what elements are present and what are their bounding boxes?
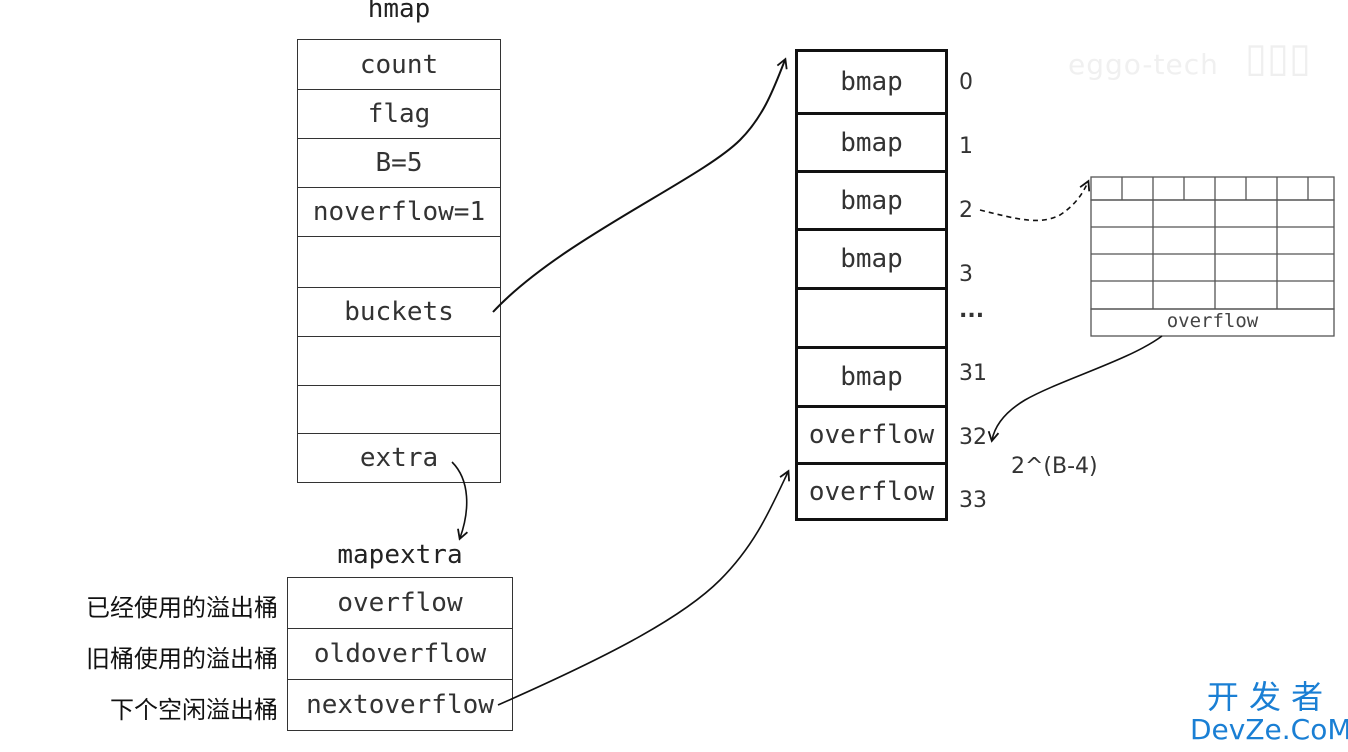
devze-logo-cn: 开 发 者 <box>1206 678 1324 716</box>
mapextra-title: mapextra <box>337 540 463 570</box>
bucket-index-3: 3 <box>959 262 973 287</box>
bucket-1: bmap <box>795 112 948 173</box>
watermark-bilibili-logo: ▯▯▯ <box>1245 35 1312 81</box>
bucket-index-0: 0 <box>959 70 973 95</box>
hmap-field-extra: extra <box>297 433 501 483</box>
hmap-field-count: count <box>297 39 501 90</box>
bucket-index-2: 2 <box>959 198 973 223</box>
hmap-field-buckets: buckets <box>297 287 501 337</box>
overflow-bucket-32: overflow <box>795 405 948 465</box>
arrow-buckets-to-array <box>492 57 788 313</box>
arrow-bucket-2-to-bmap-struct <box>979 179 1091 222</box>
overflow-bucket-33: overflow <box>795 462 948 521</box>
bucket-index-31: 31 <box>959 361 987 386</box>
bucket-index-1: 1 <box>959 134 973 159</box>
bucket-3: bmap <box>795 228 948 290</box>
mapextra-field-overflow: overflow <box>287 577 513 629</box>
desc-old-overflow: 旧桶使用的溢出桶 <box>86 645 278 673</box>
arrow-bmap-overflow-to-bucket-32 <box>987 335 1163 443</box>
mapextra-field-nextoverflow: nextoverflow <box>287 679 513 731</box>
arrow-extra-to-mapextra <box>451 461 468 541</box>
bucket-ellipsis <box>795 287 948 349</box>
mapextra-field-oldoverflow: oldoverflow <box>287 628 513 680</box>
arrow-nextoverflow-to-bucket-33 <box>497 469 790 706</box>
devze-logo-en: DevZe.CoM <box>1190 713 1348 746</box>
desc-next-free-overflow: 下个空闲溢出桶 <box>110 696 278 724</box>
bmap-struct-overflow-label: overflow <box>1166 310 1259 332</box>
watermark-eggo-tech: eggo-tech <box>1068 48 1219 81</box>
hmap-field-empty-1 <box>297 236 501 288</box>
bucket-index-32: 32 <box>959 425 987 450</box>
overflow-count-formula: 2^(B-4) <box>1011 454 1098 479</box>
bucket-index-ellipsis: ... <box>959 298 985 323</box>
hmap-title: hmap <box>367 0 431 24</box>
hmap-field-flag: flag <box>297 89 501 139</box>
bucket-index-33: 33 <box>959 488 987 513</box>
desc-used-overflow: 已经使用的溢出桶 <box>86 594 278 622</box>
